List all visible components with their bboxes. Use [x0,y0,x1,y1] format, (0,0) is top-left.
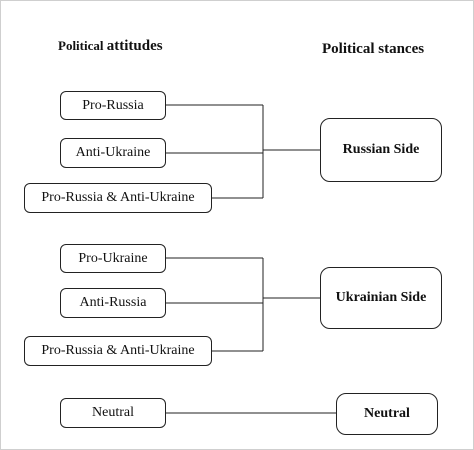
attitude-pro-russia: Pro-Russia [60,91,166,120]
stance-russian-side: Russian Side [320,118,442,182]
attitude-pro-ukraine: Pro-Ukraine [60,244,166,273]
attitude-pro-russia-and-anti-ukraine-2: Pro-Russia & Anti-Ukraine [24,336,212,366]
stance-ukrainian-side: Ukrainian Side [320,267,442,329]
attitudes-heading-word: attitudes [106,38,163,54]
attitude-neutral: Neutral [60,398,166,428]
attitudes-heading-prefix: Political [58,38,107,53]
political-stances-heading: Political stances [322,41,425,57]
stance-neutral: Neutral [336,393,438,435]
attitude-anti-ukraine: Anti-Ukraine [60,138,166,168]
attitude-pro-russia-and-anti-ukraine: Pro-Russia & Anti-Ukraine [24,183,212,213]
political-attitudes-heading: Political attitudes [58,38,163,55]
attitude-anti-russia: Anti-Russia [60,288,166,318]
